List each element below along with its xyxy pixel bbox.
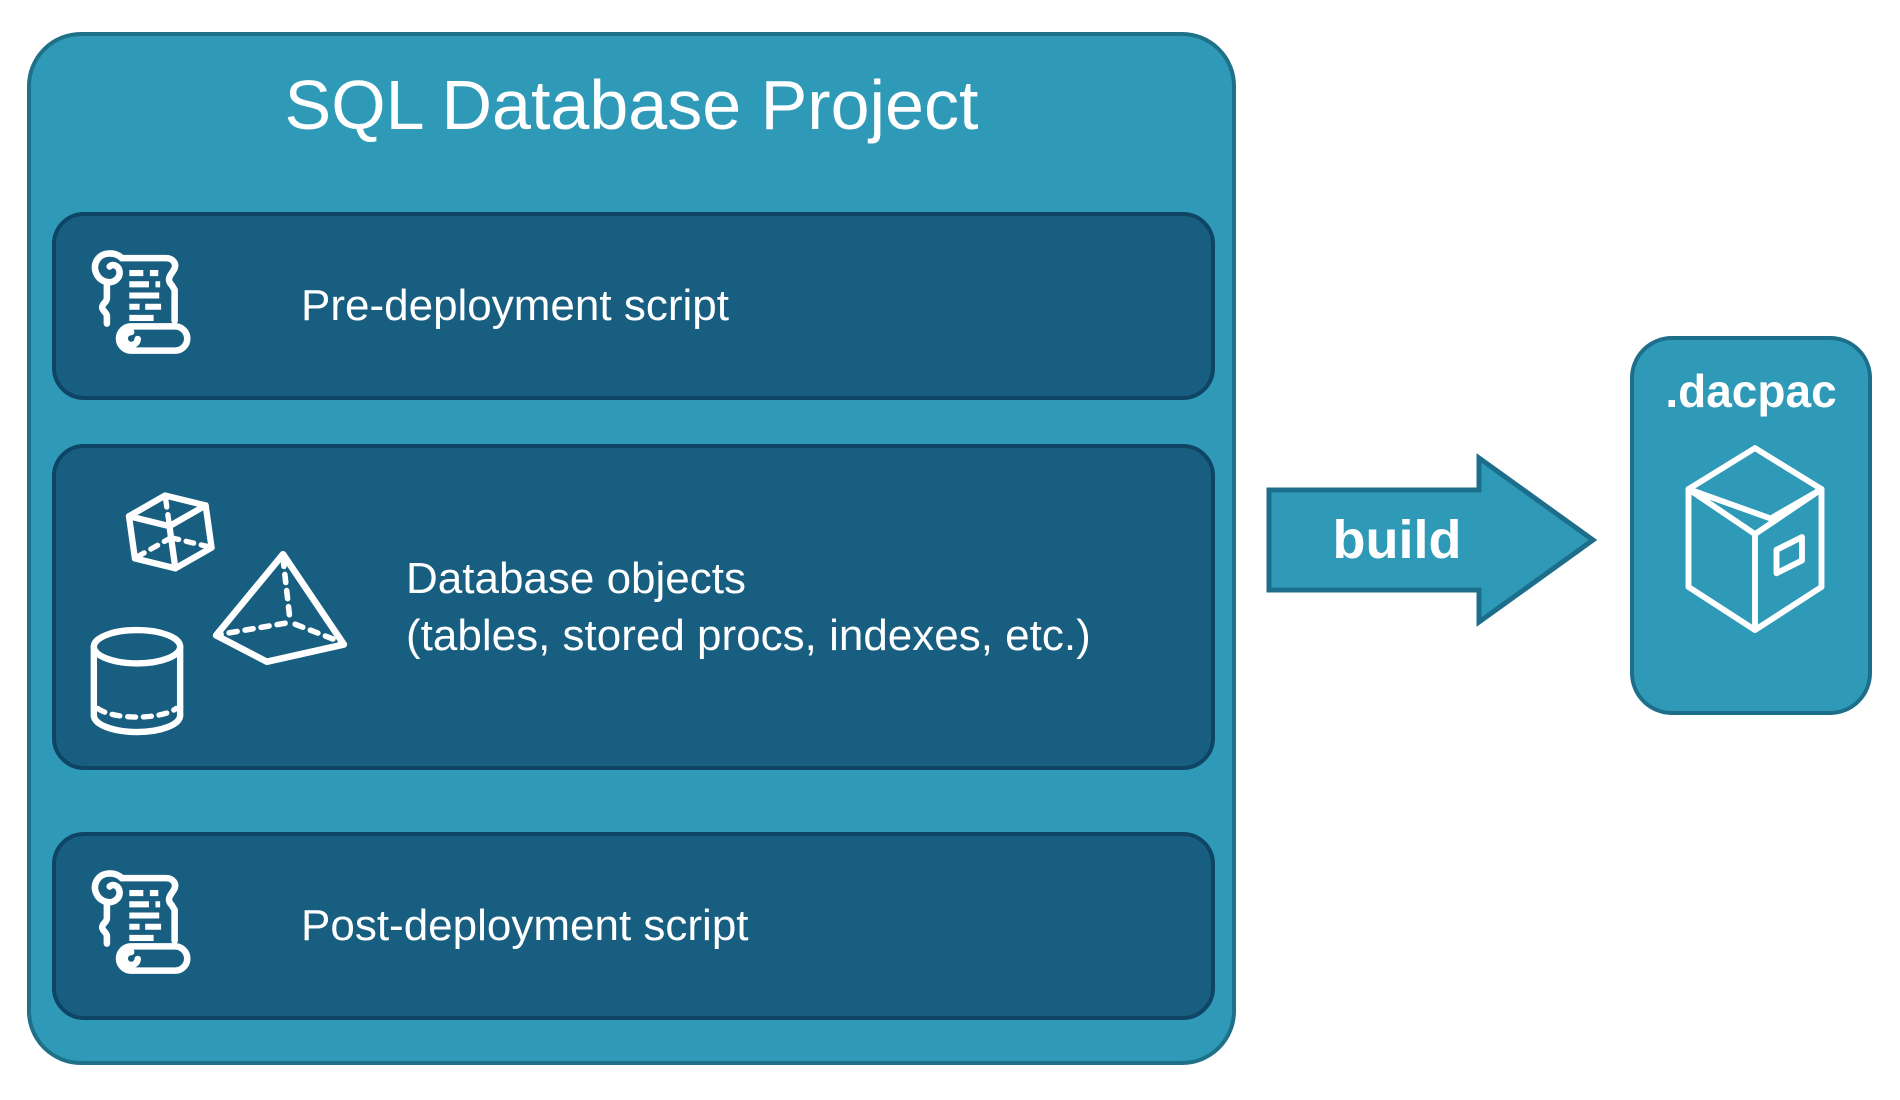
project-title: SQL Database Project (284, 66, 979, 144)
pre-deployment-script-box: Pre-deployment script (52, 212, 1215, 400)
post-deployment-script-label: Post-deployment script (301, 901, 749, 950)
dacpac-label: .dacpac (1665, 365, 1837, 417)
dacpac-output-box: .dacpac (1630, 336, 1872, 715)
build-arrow-shape (1266, 453, 1598, 627)
scroll-icon (91, 250, 191, 354)
build-label: build (1332, 510, 1462, 570)
scroll-icon (91, 870, 191, 974)
build-arrow: build (1266, 453, 1598, 627)
database-objects-label-line1: Database objects (406, 554, 746, 603)
cylinder-icon (90, 626, 184, 736)
database-objects-label: Database objects (tables, stored procs, … (406, 448, 1091, 766)
pre-deployment-script-label: Pre-deployment script (301, 281, 729, 330)
database-objects-label-line2: (tables, stored procs, indexes, etc.) (406, 611, 1091, 660)
cube-icon (125, 492, 215, 572)
post-deployment-script-box: Post-deployment script (52, 832, 1215, 1020)
database-objects-box: Database objects (tables, stored procs, … (52, 444, 1215, 770)
pyramid-icon (212, 550, 348, 666)
package-icon (1685, 445, 1825, 633)
sql-database-project-container: SQL Database Project Pr (27, 32, 1236, 1065)
